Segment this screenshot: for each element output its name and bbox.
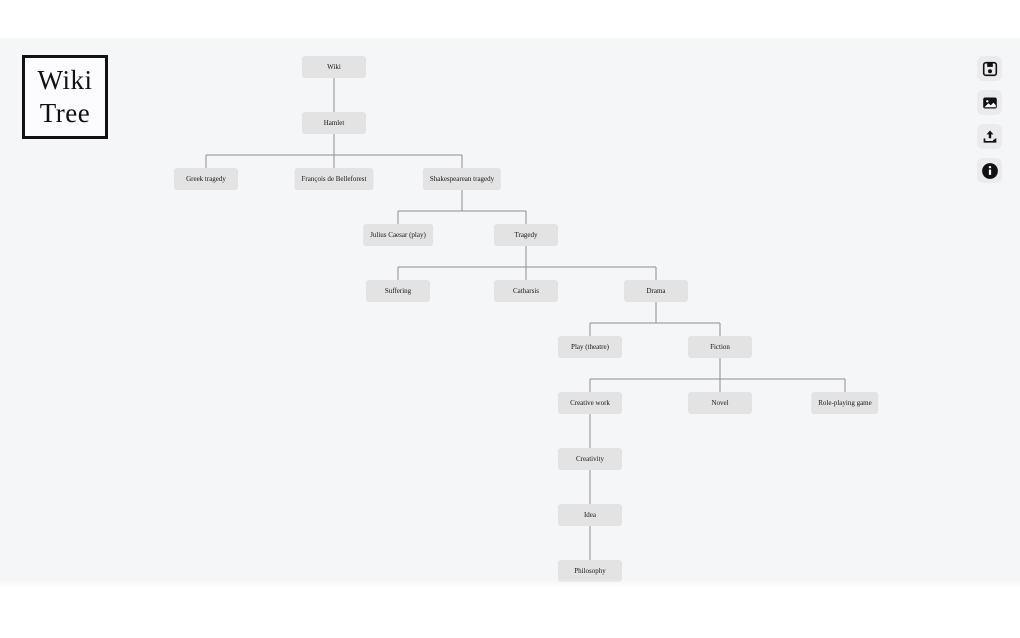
tree-node-novel[interactable]: Novel [688, 392, 752, 414]
upload-button[interactable] [977, 124, 1002, 149]
image-button[interactable] [977, 90, 1002, 115]
tree-node-role-playing-game[interactable]: Role-playing game [811, 392, 879, 414]
tree-node-catharsis[interactable]: Catharsis [494, 280, 558, 302]
image-icon [982, 95, 998, 111]
tree-node-philosophy[interactable]: Philosophy [558, 560, 622, 582]
tree-node-francois-de-belleforest[interactable]: François de Belleforest [294, 168, 374, 190]
tree-node-tragedy[interactable]: Tragedy [494, 224, 558, 246]
tree-node-idea[interactable]: Idea [558, 504, 622, 526]
tree-node-fiction[interactable]: Fiction [688, 336, 752, 358]
upload-icon [982, 129, 998, 145]
tree-node-drama[interactable]: Drama [624, 280, 688, 302]
logo-line1: Wiki [37, 65, 93, 96]
floppy-disk-icon [982, 61, 998, 77]
tree-node-hamlet[interactable]: Hamlet [302, 112, 366, 134]
logo-line2: Tree [39, 98, 91, 128]
tree-connectors [205, 78, 846, 560]
info-icon [981, 162, 999, 180]
info-button[interactable] [977, 158, 1002, 183]
tree-node-suffering[interactable]: Suffering [366, 280, 430, 302]
app-logo: Wiki Tree [22, 55, 108, 139]
tree-node-greek-tragedy[interactable]: Greek tragedy [174, 168, 238, 190]
tree-node-creative-work[interactable]: Creative work [558, 392, 622, 414]
tree-node-julius-caesar-play[interactable]: Julius Caesar (play) [363, 224, 433, 246]
save-button[interactable] [977, 56, 1002, 81]
toolbar [977, 56, 1002, 183]
tree-node-wiki[interactable]: Wiki [302, 56, 366, 78]
tree-node-creativity[interactable]: Creativity [558, 448, 622, 470]
tree-node-shakespearean-tragedy[interactable]: Shakespearean tragedy [422, 168, 502, 190]
tree-node-play-theatre[interactable]: Play (theatre) [558, 336, 622, 358]
